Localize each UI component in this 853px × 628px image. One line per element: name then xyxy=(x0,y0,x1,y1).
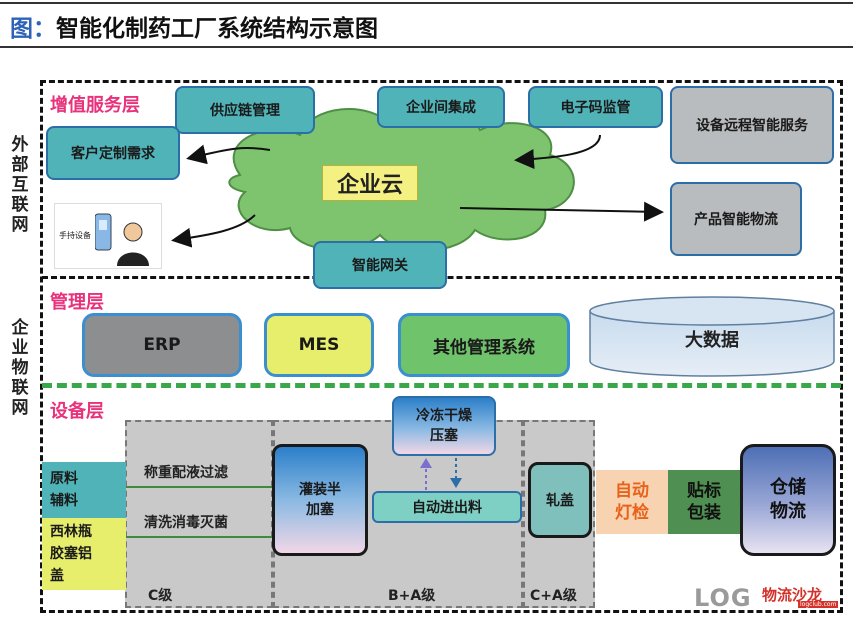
arrow-from-ecode xyxy=(514,134,601,169)
vials-label: 西林瓶胶塞铝盖 xyxy=(50,524,92,584)
raw-materials-box: 原料辅料 xyxy=(42,462,126,518)
zone-grade-c xyxy=(125,420,273,608)
layer-title-management: 管理层 xyxy=(50,292,104,313)
customer-demand-box: 客户定制需求 xyxy=(46,126,180,180)
labeling-box: 贴标包装 xyxy=(668,470,740,534)
capping-box: 轧盖 xyxy=(528,462,592,538)
logo-mark: LOG xyxy=(694,584,752,612)
other-systems-box: 其他管理系统 xyxy=(398,313,570,377)
logclub-logo: LOG 物流沙龙 logclub.com xyxy=(694,584,844,612)
gateway-box: 智能网关 xyxy=(313,241,447,289)
grade-ba-label: B+A级 xyxy=(388,588,436,604)
grade-c-label: C级 xyxy=(148,588,173,604)
weighing-line xyxy=(126,486,274,488)
grade-ca-label: C+A级 xyxy=(530,588,577,604)
logo-site: logclub.com xyxy=(798,601,839,608)
title-prefix: 图： xyxy=(10,16,56,42)
arrow-to-product-logistics xyxy=(459,201,664,222)
storage-box: 仓储物流 xyxy=(740,444,836,556)
header-rule-bottom xyxy=(0,46,853,48)
arrow-to-customer xyxy=(186,144,271,165)
supply-chain-box: 供应链管理 xyxy=(175,86,315,134)
weighing-label: 称重配液过滤 xyxy=(144,465,228,481)
product-logistics-box: 产品智能物流 xyxy=(670,182,802,256)
divider-mgmt-equipment xyxy=(42,383,841,388)
auto-loading-box: 自动进出料 xyxy=(372,491,522,523)
mes-box: MES xyxy=(264,313,374,377)
cleaning-line xyxy=(126,536,274,538)
freeze-dry-box: 冷冻干燥压塞 xyxy=(392,396,496,456)
cleaning-label: 清洗消毒灭菌 xyxy=(144,515,228,531)
title-text: 智能化制药工厂系统结构示意图 xyxy=(56,16,378,42)
arrow-to-handheld xyxy=(171,214,256,248)
enterprise-integration-box: 企业间集成 xyxy=(377,86,505,128)
light-inspection-box: 自动灯检 xyxy=(596,470,668,534)
filling-box: 灌装半加塞 xyxy=(272,444,368,556)
page-title: 图：智能化制药工厂系统结构示意图 xyxy=(10,9,378,43)
handheld-device-label: 手持设备 xyxy=(59,231,91,240)
header-rule-top xyxy=(0,2,853,4)
outer-frame xyxy=(40,80,843,613)
big-data-label: 大数据 xyxy=(685,330,739,351)
logo-brand: 物流沙龙 xyxy=(762,586,823,604)
raw-materials-label: 原料辅料 xyxy=(50,471,78,509)
layer-title-equipment: 设备层 xyxy=(50,401,104,422)
freeze-dry-arrows xyxy=(420,458,462,490)
remote-service-box: 设备远程智能服务 xyxy=(670,86,834,164)
big-data-cylinder xyxy=(589,296,835,377)
cloud-label: 企业云 xyxy=(322,165,418,201)
layer-title-value-added: 增值服务层 xyxy=(50,95,140,116)
handheld-device-panel: 手持设备 xyxy=(54,203,162,269)
side-label-external: 外部互联网 xyxy=(11,135,29,235)
erp-box: ERP xyxy=(82,313,242,377)
side-label-enterprise: 企业物联网 xyxy=(11,318,29,418)
ecode-supervision-box: 电子码监管 xyxy=(528,86,663,128)
handheld-person-icon xyxy=(95,213,149,266)
vials-box: 西林瓶胶塞铝盖 xyxy=(42,518,126,590)
